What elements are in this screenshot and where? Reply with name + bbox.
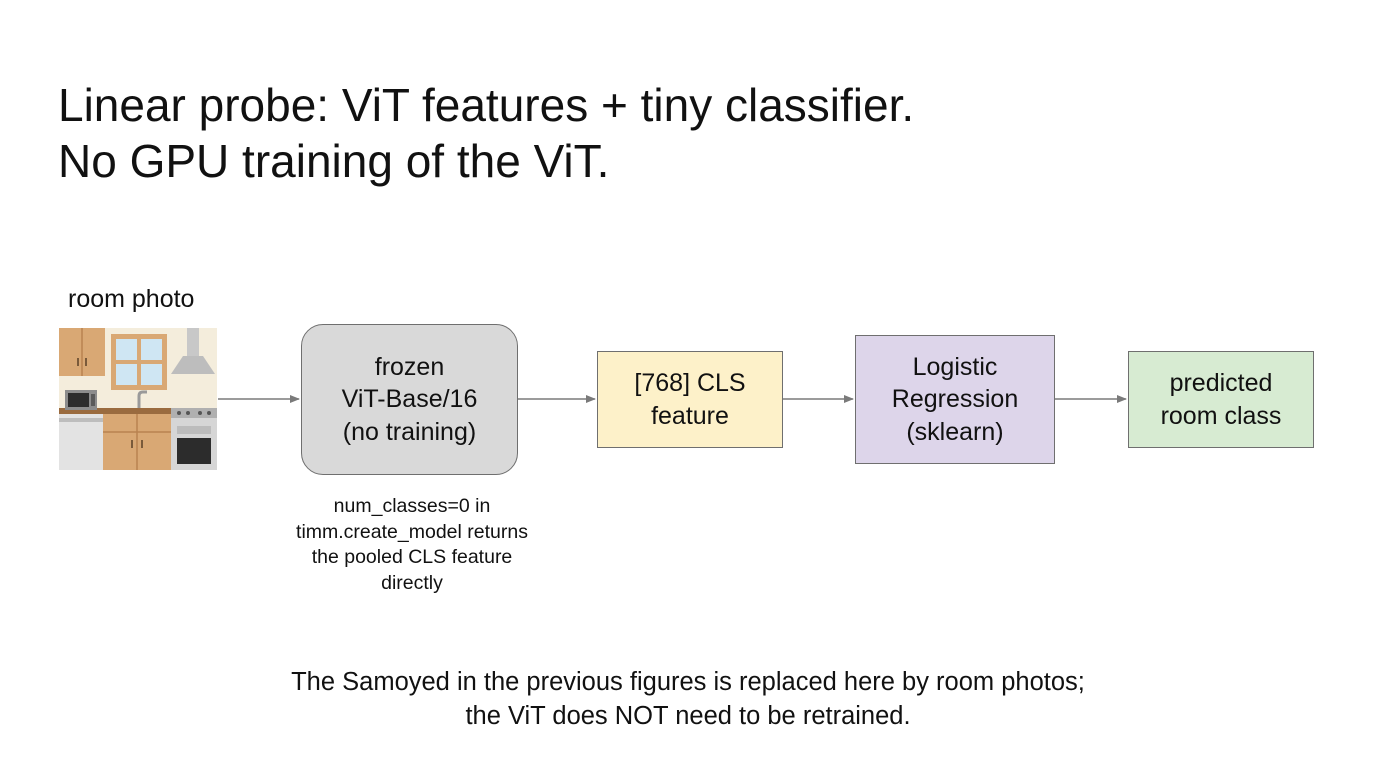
cls-feature-node: [768] CLS feature [597, 351, 783, 448]
logistic-regression-label: Logistic Regression (sklearn) [891, 352, 1019, 446]
vit-note: num_classes=0 in timm.create_model retur… [296, 495, 528, 595]
logistic-regression-node: Logistic Regression (sklearn) [855, 335, 1055, 464]
predicted-class-node: predicted room class [1128, 351, 1314, 448]
kitchen-photo-icon [59, 328, 217, 470]
title-line-2: No GPU training of the ViT. [58, 135, 610, 187]
cls-feature-label: [768] CLS feature [634, 369, 746, 430]
title-line-1: Linear probe: ViT features + tiny classi… [58, 79, 915, 131]
frozen-vit-node: frozen ViT-Base/16 (no training) [301, 324, 518, 475]
footer-caption: The Samoyed in the previous figures is r… [291, 668, 1085, 730]
predicted-class-label: predicted room class [1160, 369, 1282, 430]
frozen-vit-label: frozen ViT-Base/16 (no training) [341, 352, 478, 446]
input-label: room photo [68, 285, 195, 313]
